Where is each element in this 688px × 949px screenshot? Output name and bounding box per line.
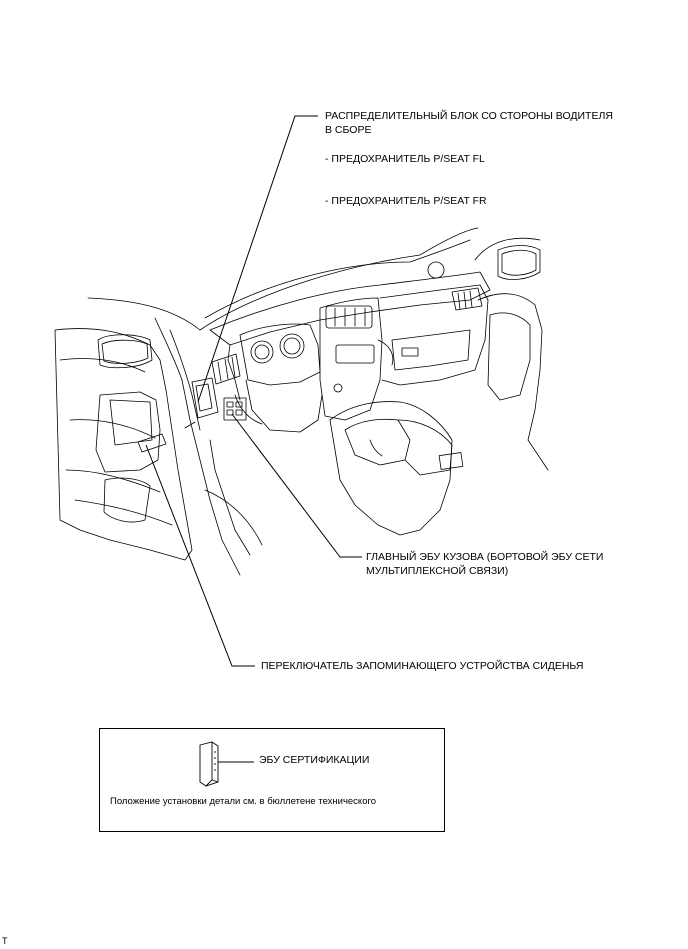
roofline [87, 227, 479, 331]
leader-junction-block [197, 115, 318, 403]
mirror-left [97, 334, 153, 369]
center-console [329, 401, 453, 536]
seat-memory-switch-label: ПЕРЕКЛЮЧАТЕЛЬ ЗАПОМИНАЮЩЕГО УСТРОЙСТВА С… [261, 660, 584, 672]
junction-block-label-line2: В СБОРЕ [325, 124, 372, 136]
door-left-outline [54, 328, 193, 561]
main-body-ecu-label-line2: МУЛЬТИПЛЕКСНОЙ СВЯЗИ) [366, 565, 509, 577]
certification-ecu-icon [199, 741, 254, 787]
windshield-header [204, 239, 471, 319]
leader-seat-memory-switch [145, 444, 255, 667]
certification-ecu-label: ЭБУ СЕРТИФИКАЦИИ [259, 754, 370, 766]
door-right-outline [477, 293, 549, 471]
note-text: Положение установки детали см. в бюллете… [110, 796, 377, 807]
left-vent [211, 353, 241, 385]
right-vent [451, 287, 483, 311]
fuse-fr-label: - ПРЕДОХРАНИТЕЛЬ P/SEAT FR [325, 195, 487, 207]
passenger-dash [379, 284, 489, 386]
seat-switch [137, 433, 167, 453]
door-panel-left [95, 391, 161, 473]
dashboard-top [209, 271, 491, 346]
switch-panel [223, 397, 247, 421]
center-stack [319, 297, 383, 421]
instrument-cluster [239, 323, 321, 386]
mirror-right [497, 245, 541, 280]
a-pillar-left [154, 317, 241, 576]
junction-block-label-line1: РАСПРЕДЕЛИТЕЛЬНЫЙ БЛОК СО СТОРОНЫ ВОДИТЕ… [325, 110, 613, 122]
main-body-ecu-label-line1: ГЛАВНЫЙ ЭБУ КУЗОВА (БОРТОВОЙ ЭБУ СЕТИ [366, 551, 604, 563]
fuse-fl-label: - ПРЕДОХРАНИТЕЛЬ P/SEAT FL [325, 153, 485, 165]
note-box [99, 728, 445, 832]
corner-mark: T [2, 936, 8, 946]
leader-main-body-ecu [231, 413, 362, 558]
